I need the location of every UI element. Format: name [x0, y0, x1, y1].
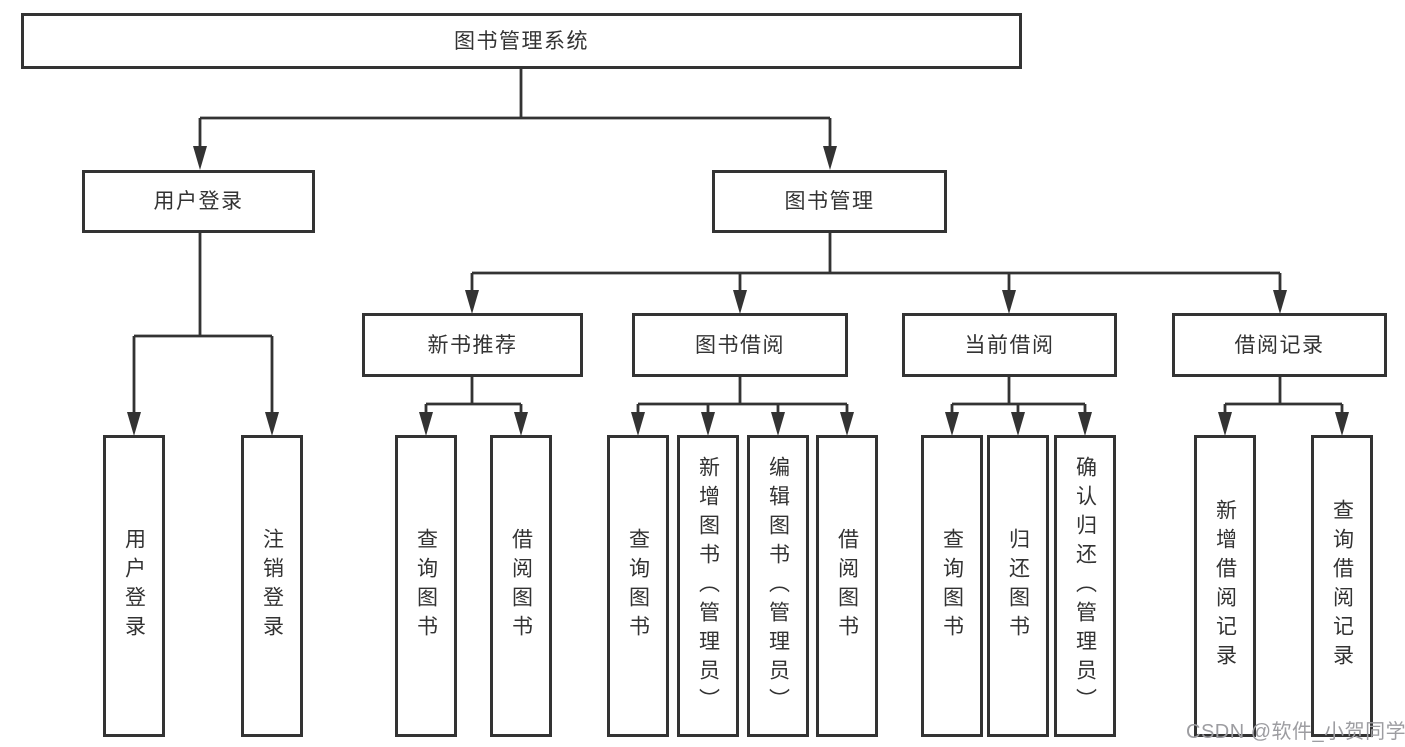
connector-root-to-level2 [193, 69, 837, 170]
leaf-borrow-book-under-borrowing: 借阅图书 [816, 435, 878, 737]
leaf-add-borrow-record: 新增借阅记录 [1194, 435, 1256, 737]
node-book-management: 图书管理 [712, 170, 947, 233]
leaf-borrow-book-under-borrowing-label: 借阅图书 [835, 528, 859, 644]
leaf-query-book-under-recommend-label: 查询图书 [414, 528, 438, 644]
connector-user-login-to-leaves [127, 233, 279, 436]
node-borrowing-records-label: 借阅记录 [1234, 333, 1325, 357]
leaf-query-borrow-record-label: 查询借阅记录 [1330, 499, 1354, 673]
leaf-return-book: 归还图书 [987, 435, 1049, 737]
node-user-login-label: 用户登录 [153, 190, 244, 213]
leaf-user-login: 用户登录 [103, 435, 165, 737]
leaf-add-book-admin: 新增图书（管理员） [677, 435, 739, 737]
node-user-login: 用户登录 [82, 170, 315, 233]
leaf-logout: 注销登录 [241, 435, 303, 737]
node-new-book-recommend: 新书推荐 [362, 313, 583, 377]
leaf-borrow-book-under-recommend-label: 借阅图书 [509, 528, 533, 644]
leaf-confirm-return-admin: 确认归还（管理员） [1054, 435, 1116, 737]
leaf-edit-book-admin: 编辑图书（管理员） [747, 435, 809, 737]
csdn-watermark: CSDN @软件_小贺同学 [1186, 721, 1405, 743]
node-system-root-label: 图书管理系统 [454, 29, 589, 53]
leaf-borrow-book-under-recommend: 借阅图书 [490, 435, 552, 737]
connector-cur-borrow-to-leaves [945, 376, 1092, 436]
connector-borrow-rec-to-leaves [1218, 376, 1349, 436]
leaf-return-book-label: 归还图书 [1006, 528, 1030, 644]
connector-book-mgmt-to-level3 [465, 233, 1287, 314]
leaf-add-book-admin-label: 新增图书（管理员） [696, 455, 720, 717]
leaf-query-book-under-borrowing-label: 查询图书 [626, 528, 650, 644]
leaf-confirm-return-admin-label: 确认归还（管理员） [1073, 455, 1097, 717]
node-borrowing-records: 借阅记录 [1172, 313, 1387, 377]
connector-new-book-rec-to-leaves [419, 376, 528, 436]
node-new-book-recommend-label: 新书推荐 [427, 333, 518, 357]
leaf-query-book-under-recommend: 查询图书 [395, 435, 457, 737]
leaf-query-book-under-borrowing: 查询图书 [607, 435, 669, 737]
leaf-user-login-label: 用户登录 [122, 528, 146, 644]
node-book-borrowing-label: 图书借阅 [695, 333, 785, 357]
node-book-management-label: 图书管理 [784, 190, 875, 213]
node-system-root: 图书管理系统 [21, 13, 1022, 69]
leaf-add-borrow-record-label: 新增借阅记录 [1213, 499, 1237, 673]
node-current-borrowing-label: 当前借阅 [964, 333, 1055, 357]
leaf-query-borrow-record: 查询借阅记录 [1311, 435, 1373, 737]
leaf-edit-book-admin-label: 编辑图书（管理员） [766, 455, 790, 717]
connector-book-borrow-to-leaves [631, 376, 854, 436]
node-current-borrowing: 当前借阅 [902, 313, 1117, 377]
leaf-query-book-under-current: 查询图书 [921, 435, 983, 737]
leaf-logout-label: 注销登录 [260, 528, 284, 644]
node-book-borrowing: 图书借阅 [632, 313, 848, 377]
leaf-query-book-under-current-label: 查询图书 [940, 528, 964, 644]
